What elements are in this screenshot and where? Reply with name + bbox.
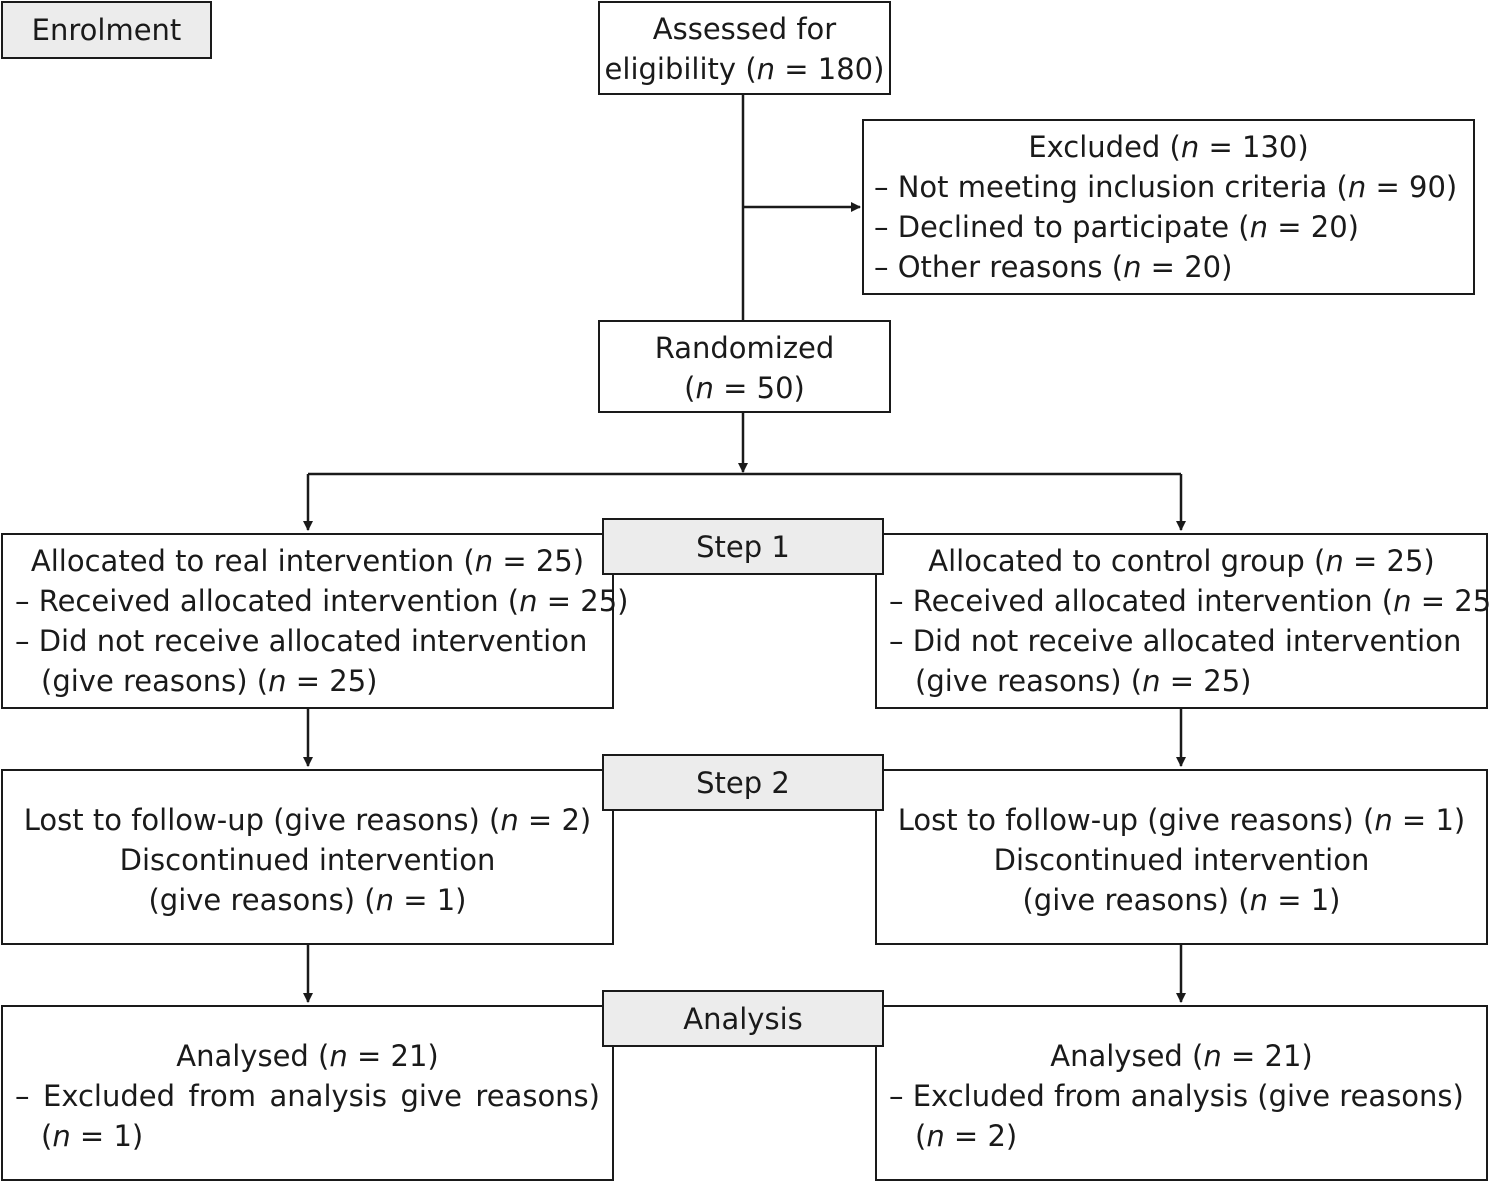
right-analysis-item-1: – Excluded from analysis (give reasons) (889, 1079, 1464, 1113)
left-analysis-box: Analysed (n = 21) – Excluded from analys… (1, 1005, 614, 1181)
step1-label-text: Step 1 (696, 529, 790, 564)
right-allocation-title: Allocated to control group (n = 25) (928, 544, 1435, 578)
left-allocation-item-1: – Received allocated intervention (n = 2… (15, 584, 629, 618)
enrolment-label: Enrolment (1, 1, 212, 59)
enrolment-label-text: Enrolment (31, 13, 182, 47)
left-allocation-item-3: (give reasons) (n = 25) (41, 664, 378, 698)
left-followup-box: Lost to follow-up (give reasons) (n = 2)… (1, 769, 614, 945)
right-followup-line-1: Lost to follow-up (give reasons) (n = 1) (897, 803, 1466, 837)
left-analysis-title: Analysed (n = 21) (176, 1039, 439, 1073)
randomized-box: Randomized (n = 50) (598, 320, 891, 413)
excluded-item-1: – Not meeting inclusion criteria (n = 90… (874, 170, 1458, 204)
right-followup-line-3: (give reasons) (n = 1) (1022, 883, 1341, 917)
excluded-title: Excluded (n = 130) (1028, 130, 1309, 164)
step2-label-text: Step 2 (696, 765, 790, 800)
step1-label: Step 1 (602, 518, 884, 575)
analysis-label-text: Analysis (683, 1001, 803, 1036)
right-analysis-box: Analysed (n = 21) – Excluded from analys… (875, 1005, 1488, 1181)
left-analysis-item-1: – Excluded from analysis give reasons) (15, 1079, 600, 1113)
right-followup-box: Lost to follow-up (give reasons) (n = 1)… (875, 769, 1488, 945)
left-followup-line-3: (give reasons) (n = 1) (148, 883, 467, 917)
excluded-item-2: – Declined to participate (n = 20) (874, 210, 1359, 244)
excluded-item-3: – Other reasons (n = 20) (874, 250, 1233, 284)
randomized-line-2: (n = 50) (684, 371, 805, 405)
randomized-line-1: Randomized (654, 331, 835, 365)
assessed-line-1: Assessed for (652, 12, 837, 46)
left-followup-line-2: Discontinued intervention (119, 843, 496, 877)
right-allocation-item-1: – Received allocated intervention (n = 2… (889, 584, 1489, 618)
left-allocation-box: Allocated to real intervention (n = 25) … (1, 533, 629, 709)
right-allocation-item-3: (give reasons) (n = 25) (915, 664, 1252, 698)
right-analysis-item-2: (n = 2) (915, 1119, 1018, 1153)
left-allocation-item-2: – Did not receive allocated intervention (15, 624, 588, 658)
excluded-box: Excluded (n = 130) – Not meeting inclusi… (862, 119, 1475, 295)
left-allocation-title: Allocated to real intervention (n = 25) (30, 544, 585, 578)
right-allocation-box: Allocated to control group (n = 25) – Re… (875, 533, 1489, 709)
analysis-label: Analysis (602, 990, 884, 1047)
assessed-line-2: eligibility (n = 180) (604, 52, 885, 86)
left-analysis-item-2: (n = 1) (41, 1119, 144, 1153)
assessed-box: Assessed for eligibility (n = 180) (598, 1, 891, 95)
left-followup-line-1: Lost to follow-up (give reasons) (n = 2) (23, 803, 592, 837)
right-followup-line-2: Discontinued intervention (993, 843, 1370, 877)
step2-label: Step 2 (602, 754, 884, 811)
right-analysis-title: Analysed (n = 21) (1050, 1039, 1313, 1073)
right-allocation-item-2: – Did not receive allocated intervention (889, 624, 1462, 658)
